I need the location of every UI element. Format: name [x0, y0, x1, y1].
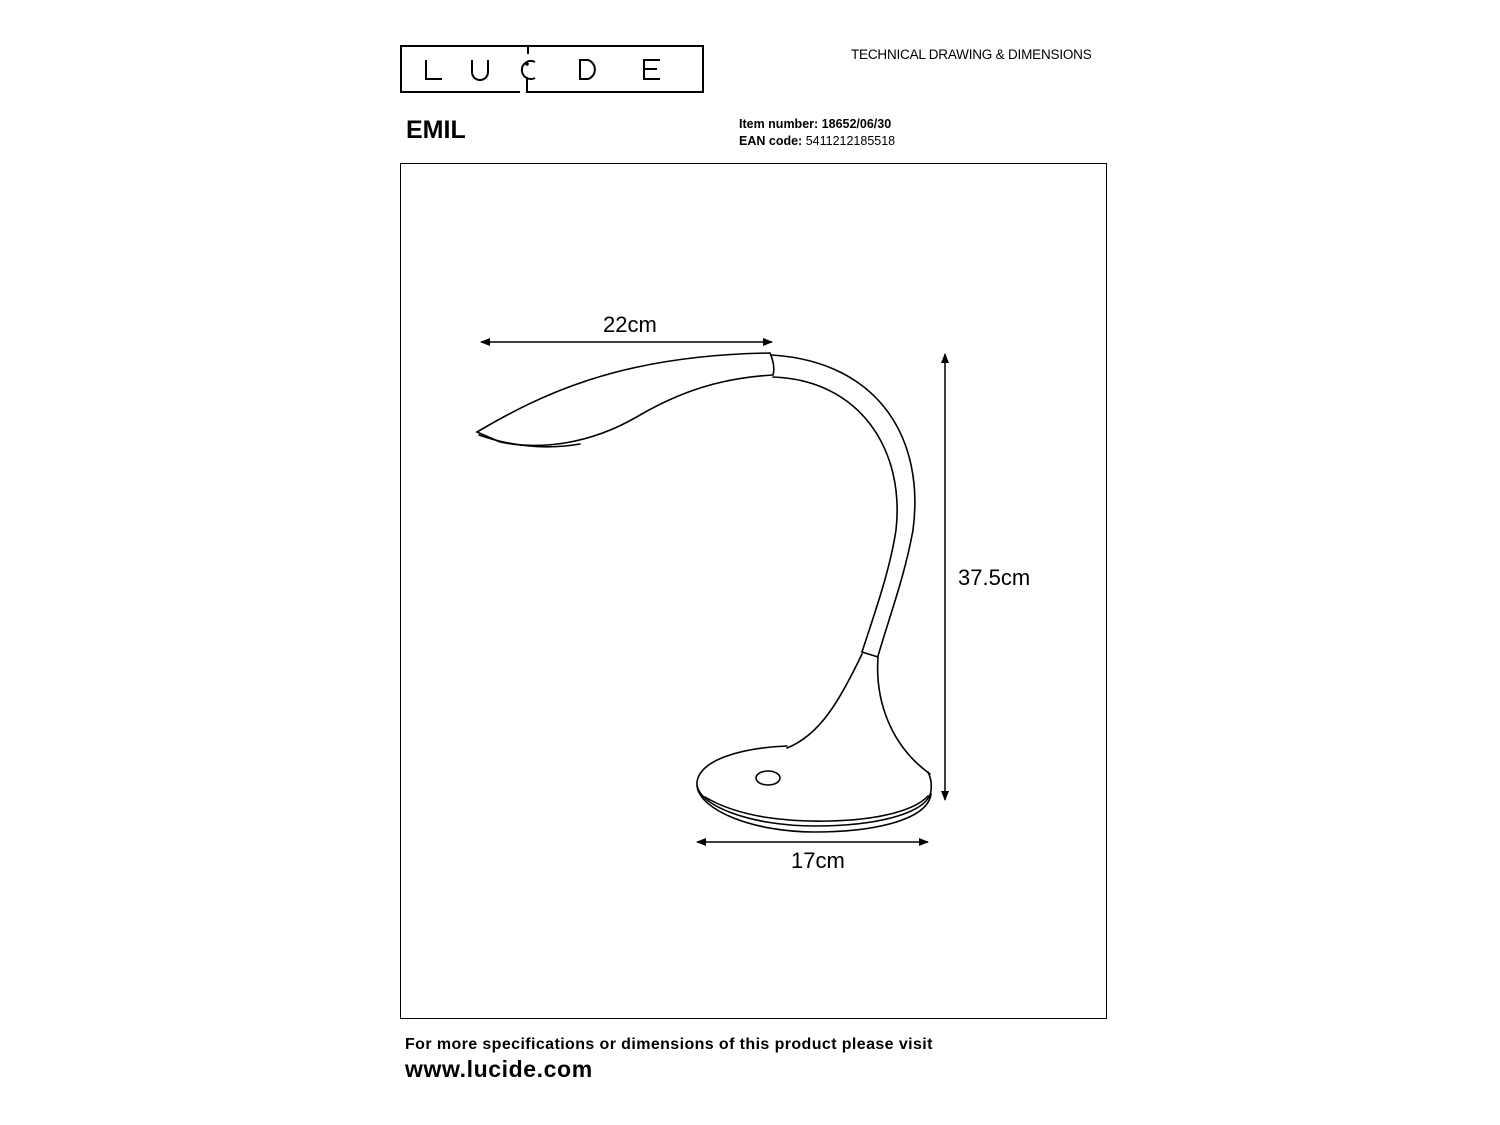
item-number: 18652/06/30 [821, 117, 892, 131]
item-info: Item number: 18652/06/30 EAN code: 54112… [739, 116, 895, 150]
footer-url-link[interactable]: www.lucide.com [405, 1056, 593, 1082]
lamp-base [696, 745, 933, 827]
lamp-head [475, 352, 775, 447]
lucide-logo [400, 45, 704, 93]
ean-code: 5411212185518 [805, 134, 896, 148]
lamp-arm [771, 354, 916, 657]
dimension-height: 37.5cm [958, 565, 1031, 590]
item-number-label: Item number: [739, 117, 819, 131]
dimension-base-width: 17cm [791, 848, 845, 873]
drawing-frame [400, 163, 1107, 1019]
footer-text: For more specifications or dimensions of… [405, 1036, 933, 1053]
product-name: EMIL [406, 116, 466, 144]
document-type: TECHNICAL DRAWING & DIMENSIONS [851, 47, 1092, 62]
power-button-icon [755, 770, 781, 786]
ean-label: EAN code: [739, 134, 803, 148]
dimension-head-length: 22cm [603, 312, 657, 337]
